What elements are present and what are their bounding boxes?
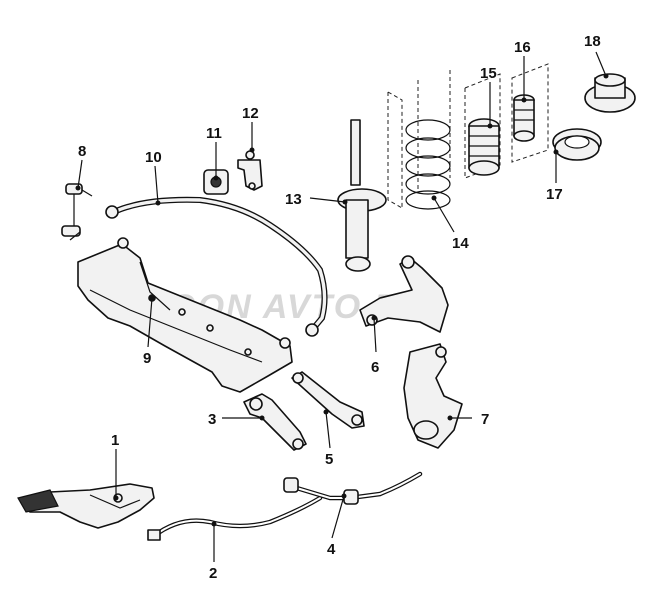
- lower-link-front: [243, 393, 307, 451]
- callout-13: 13: [285, 191, 302, 208]
- callout-10: 10: [145, 149, 162, 166]
- callout-7: 7: [481, 411, 489, 428]
- parking-brake-rear-cable: [147, 495, 323, 541]
- callout-15: 15: [480, 65, 497, 82]
- stabilizer-bushing: [203, 169, 229, 195]
- callout-18: 18: [584, 33, 601, 50]
- steering-knuckle: [403, 343, 463, 449]
- callout-9: 9: [143, 350, 151, 367]
- crossmember: [77, 237, 293, 393]
- stabilizer-bracket: [237, 150, 263, 191]
- spring-insulator: [552, 128, 602, 161]
- parking-brake-front-cable: [283, 471, 423, 505]
- leader-lines: [77, 51, 607, 562]
- callout-3: 3: [208, 411, 216, 428]
- leader-dots: [75, 73, 609, 527]
- callout-2: 2: [209, 565, 217, 582]
- callout-12: 12: [242, 105, 259, 122]
- stabilizer-bar: [105, 196, 328, 337]
- callout-17: 17: [546, 186, 563, 203]
- callout-14: 14: [452, 235, 469, 252]
- shock-mount: [584, 73, 636, 113]
- callout-5: 5: [325, 451, 333, 468]
- stabilizer-link: [61, 183, 93, 241]
- callout-6: 6: [371, 359, 379, 376]
- callout-4: 4: [327, 541, 336, 558]
- bump-stop: [513, 94, 535, 142]
- dust-boot: [468, 118, 500, 176]
- lower-link-rear: [291, 371, 365, 429]
- callout-1: 1: [111, 432, 119, 449]
- coil-spring: [405, 119, 451, 210]
- callout-16: 16: [514, 39, 531, 56]
- callout-8: 8: [78, 143, 86, 160]
- shock-absorber: [337, 119, 387, 272]
- callout-11: 11: [206, 125, 222, 142]
- parking-brake-lever: [17, 483, 155, 529]
